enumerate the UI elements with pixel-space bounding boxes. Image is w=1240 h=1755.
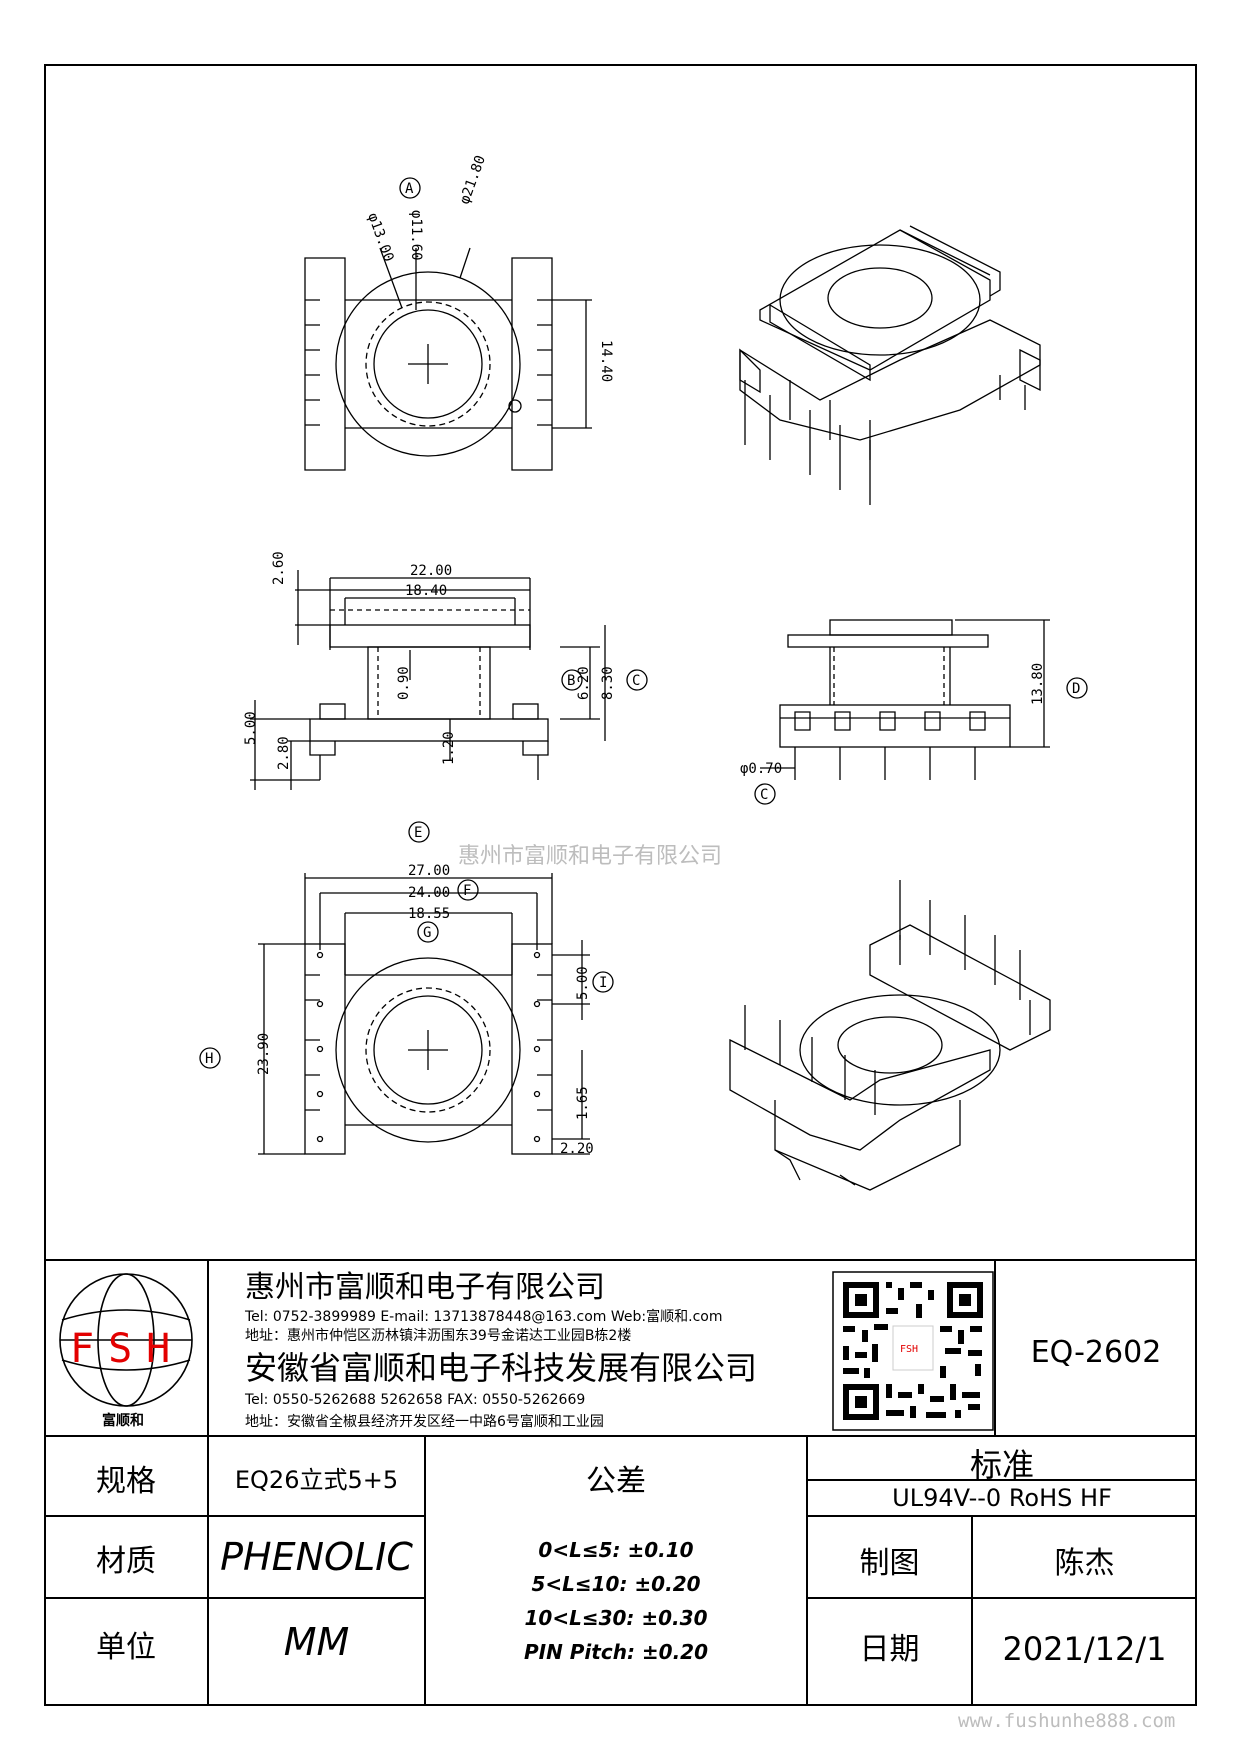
dim-6-20: 6.20 — [576, 666, 592, 700]
dim-14-40: 14.40 — [598, 340, 614, 382]
dim-27-00: 27.00 — [408, 863, 450, 879]
dim-2-20: 2.20 — [560, 1141, 594, 1157]
company2-contact: Tel: 0550-5262688 5262658 FAX: 0550-5262… — [245, 1392, 586, 1408]
dim-phi21-8: φ21.80 — [457, 153, 489, 206]
dim-22-00: 22.00 — [410, 563, 452, 579]
standard-value: UL94V--0 RoHS HF — [892, 1484, 1112, 1512]
dim-23-90: 23.90 — [256, 1033, 272, 1075]
date-label: 日期 — [859, 1632, 920, 1667]
dim-1-20: 1.20 — [441, 731, 457, 765]
standard-label: 标准 — [969, 1446, 1034, 1484]
tolerance-3: 10<L≤30: ±0.30 — [524, 1606, 708, 1630]
tolerance-label: 公差 — [586, 1464, 646, 1499]
dim-8-30: 8.30 — [600, 666, 616, 700]
qr-code — [832, 1271, 994, 1431]
dim-13-80: 13.80 — [1030, 663, 1046, 705]
unit-label: 单位 — [96, 1630, 156, 1665]
callout-c-pin: C — [760, 787, 768, 803]
part-number: EQ-2602 — [1030, 1335, 1162, 1370]
drawn-label: 制图 — [859, 1546, 920, 1581]
logo-letters: FSH — [70, 1326, 184, 1372]
drawing-frame — [44, 64, 1197, 1706]
callout-f: F — [463, 883, 471, 899]
callout-i: I — [599, 975, 607, 991]
material-label: 材质 — [96, 1544, 156, 1579]
qr-badge: FSH — [900, 1344, 918, 1355]
dim-0-90: 0.90 — [396, 666, 412, 700]
company2-address: 地址：安徽省全椒县经济开发区经一中路6号富顺和工业园 — [245, 1414, 604, 1430]
isometric-view-top — [739, 225, 1041, 505]
callout-a: A — [405, 181, 414, 197]
dim-24-00: 24.00 — [408, 885, 450, 901]
bottom-view — [199, 821, 614, 1155]
title-block-grid — [44, 1259, 1197, 1706]
site-watermark: www.fushunhe888.com — [958, 1710, 1176, 1732]
dim-2-60: 2.60 — [271, 551, 287, 585]
company-logo — [59, 1273, 193, 1407]
company1-contact: Tel: 0752-3899989 E-mail: 13713878448@16… — [245, 1309, 723, 1325]
callout-b: B — [567, 673, 575, 689]
callout-e: E — [414, 825, 422, 841]
dim-5-00-bottom: 5.00 — [575, 966, 591, 1000]
top-view — [304, 177, 592, 471]
tolerance-pin-pitch: PIN Pitch: ±0.20 — [523, 1640, 709, 1664]
isometric-view-bottom — [729, 880, 1051, 1191]
spec-value: EQ26立式5+5 — [234, 1466, 399, 1494]
date-value: 2021/12/1 — [1002, 1630, 1167, 1668]
company2-name: 安徽省富顺和电子科技发展有限公司 — [245, 1349, 758, 1387]
tolerance-1: 0<L≤5: ±0.10 — [538, 1538, 694, 1562]
company1-address: 地址：惠州市仲恺区沥林镇沣沥围东39号金诺达工业园B栋2楼 — [245, 1328, 632, 1344]
dim-18-55: 18.55 — [408, 906, 450, 922]
callout-g: G — [423, 925, 431, 941]
callout-h: H — [205, 1051, 213, 1067]
dim-2-80: 2.80 — [276, 736, 292, 770]
right-side-view — [754, 619, 1088, 805]
spec-label: 规格 — [96, 1464, 156, 1499]
dim-5-00-side: 5.00 — [243, 711, 259, 745]
dim-phi11-6: φ11.60 — [408, 210, 424, 261]
tolerance-2: 5<L≤10: ±0.20 — [531, 1572, 701, 1596]
material-value: PHENOLIC — [220, 1535, 413, 1579]
side-view — [250, 570, 648, 790]
callout-d: D — [1072, 681, 1080, 697]
dim-18-40: 18.40 — [405, 583, 447, 599]
dim-phi13: φ13.00 — [364, 211, 396, 264]
company1-name: 惠州市富顺和电子有限公司 — [245, 1270, 605, 1305]
dim-1-65: 1.65 — [575, 1086, 591, 1120]
logo-caption: 富顺和 — [102, 1412, 144, 1429]
drawing-watermark: 惠州市富顺和电子有限公司 — [458, 844, 723, 869]
dim-phi0-70: φ0.70 — [740, 761, 782, 777]
drawn-value: 陈杰 — [1054, 1546, 1115, 1581]
unit-value: MM — [283, 1620, 350, 1664]
callout-c: C — [632, 673, 640, 689]
